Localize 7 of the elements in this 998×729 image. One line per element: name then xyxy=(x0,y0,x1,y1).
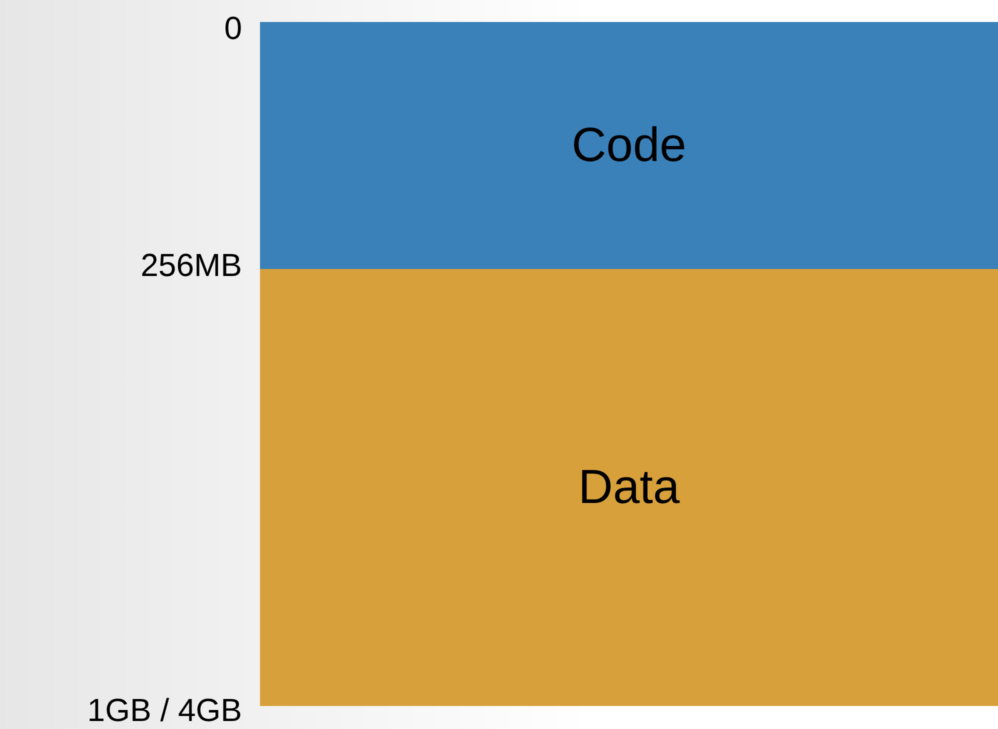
address-label: 256MB xyxy=(140,246,242,285)
memory-region xyxy=(260,269,998,706)
address-label: 1GB / 4GB xyxy=(87,691,242,729)
region-label: Data xyxy=(578,460,680,516)
address-label: 0 xyxy=(224,9,242,48)
memory-region xyxy=(260,22,998,269)
region-label: Code xyxy=(572,118,686,174)
